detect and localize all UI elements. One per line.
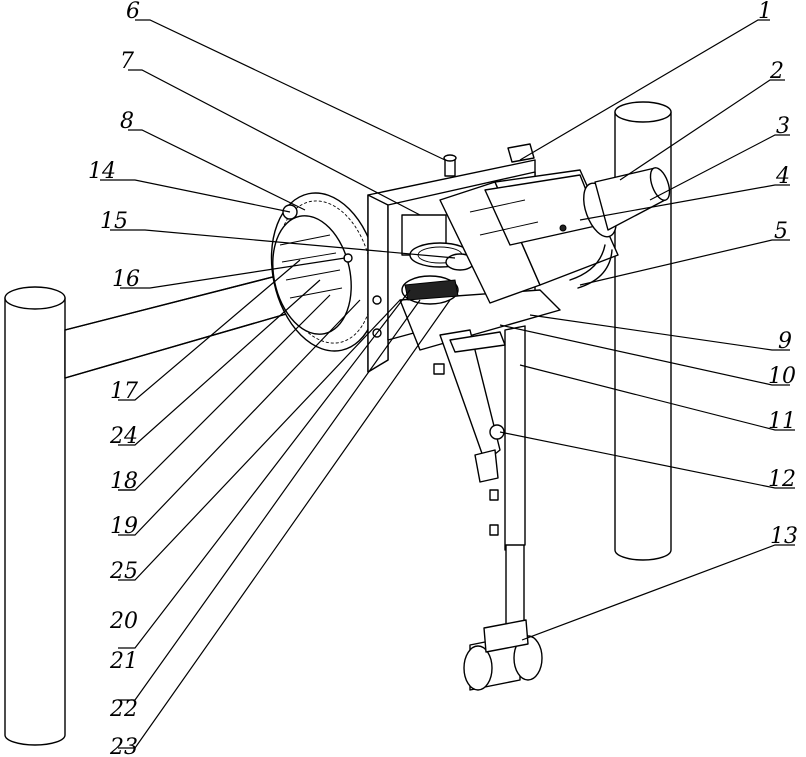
callout-20: 20 [109,609,138,634]
hanger-arm [434,326,525,640]
callout-numbers: 1 2 3 4 5 6 7 8 9 10 11 12 13 14 15 16 1… [88,0,798,757]
callout-9: 9 [778,329,792,354]
callout-2: 2 [769,59,784,84]
callout-8: 8 [120,109,134,134]
leader-lines [100,20,795,748]
callout-18: 18 [110,469,138,494]
callout-25: 25 [109,559,138,584]
roller-wheel [464,620,542,690]
callout-23: 23 [109,735,138,757]
callout-13: 13 [770,524,798,549]
callout-6: 6 [126,0,140,24]
callout-4: 4 [775,164,790,189]
left-pole [5,287,65,745]
callout-11: 11 [768,409,796,434]
callout-24: 24 [109,424,138,449]
callout-5: 5 [774,219,788,244]
callout-17: 17 [110,379,138,404]
callout-21: 21 [109,649,138,674]
callout-10: 10 [768,364,796,389]
callout-15: 15 [100,209,128,234]
callout-16: 16 [112,267,140,292]
callout-19: 19 [110,514,138,539]
callout-7: 7 [120,49,134,74]
callout-3: 3 [776,114,790,139]
callout-1: 1 [758,0,772,24]
callout-12: 12 [768,467,796,492]
callout-22: 22 [109,697,138,722]
horizontal-tube [65,270,300,378]
callout-14: 14 [88,159,116,184]
